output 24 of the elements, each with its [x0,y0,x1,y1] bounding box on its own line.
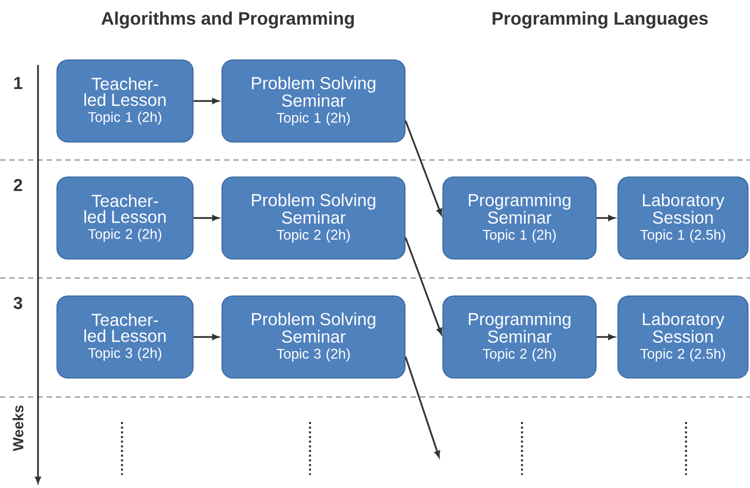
arrow [596,215,615,221]
process-box: Programming Seminar Topic 2 (2h) [442,295,597,379]
process-box: Problem Solving Seminar Topic 2 (2h) [222,176,406,260]
week-number: 2 [14,178,22,192]
column-heading: Programming Languages [492,12,708,28]
arrow [404,237,442,335]
column-heading: Algorithms and Programming [101,12,354,28]
arrow [404,120,442,216]
process-box: Teacher-led Lesson Topic 1 (2h) [56,59,194,143]
arrow [194,334,219,340]
process-box: Teacher-led Lesson Topic 3 (2h) [56,295,194,379]
week-number: 3 [14,296,22,310]
process-box: Problem Solving Seminar Topic 1 (2h) [222,59,406,143]
process-box: Teacher-led Lesson Topic 2 (2h) [56,176,194,260]
arrow [194,98,219,104]
arrow [404,356,440,458]
week-number: 1 [14,77,22,89]
axis-label: Weeks [12,406,24,452]
process-box: Laboratory Session Topic 2 (2.5h) [617,295,749,379]
process-box: Programming Seminar Topic 1 (2h) [442,176,597,260]
arrow [596,334,615,340]
process-box: Laboratory Session Topic 1 (2.5h) [617,176,749,260]
arrow [194,215,219,221]
process-box: Problem Solving Seminar Topic 3 (2h) [222,295,406,379]
